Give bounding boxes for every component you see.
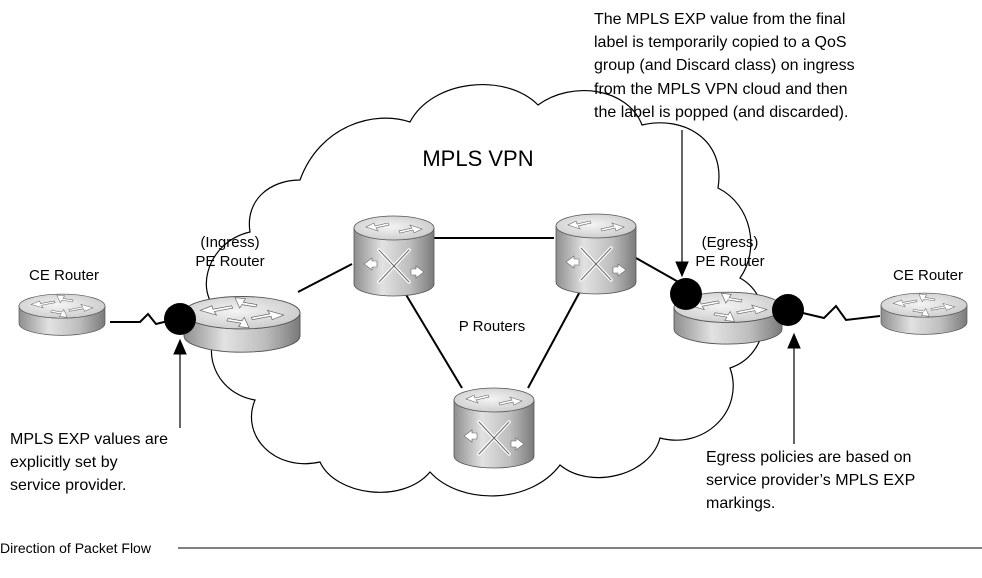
callout-arrows: [173, 130, 801, 444]
annotation-top-right-line: from the MPLS VPN cloud and then: [594, 81, 847, 98]
links: [110, 237, 881, 389]
annotation-top-right-line: the label is popped (and discarded).: [594, 104, 848, 121]
ce-router-left-label: CE Router: [29, 267, 99, 284]
annotation-bottom-left: MPLS EXP values are explicitly set by se…: [10, 431, 168, 494]
p-routers-label: P Routers: [459, 318, 525, 335]
p-router-1-icon: [352, 214, 436, 298]
mpls-vpn-cloud: [205, 84, 765, 497]
ce-router-right-label: CE Router: [893, 267, 963, 284]
ingress-policy-dot: [164, 303, 196, 335]
annotation-top-right-line: The MPLS EXP value from the final: [594, 11, 845, 28]
annotation-top-right-line: label is temporarily copied to a QoS: [594, 34, 847, 51]
direction-of-packet-flow-label: Direction of Packet Flow: [0, 540, 152, 556]
ce-router-right-icon: [880, 292, 968, 335]
annotation-top-right: The MPLS EXP value from the final label …: [594, 11, 855, 121]
egress-policy-dot: [772, 294, 804, 326]
p-router-2-icon: [554, 212, 638, 296]
arrow-bottom-right-head: [787, 332, 801, 349]
annotation-bottom-left-line: explicitly set by: [10, 454, 118, 471]
pe-ingress-label-line1: (Ingress): [200, 234, 259, 251]
arrow-bottom-left-head: [173, 338, 187, 355]
annotation-bottom-right: Egress policies are based on service pro…: [706, 449, 915, 512]
serial-link-left: [110, 312, 181, 326]
ce-router-left-icon: [18, 293, 106, 336]
pe-egress-label-line2: PE Router: [695, 253, 764, 270]
annotation-bottom-right-line: markings.: [706, 495, 775, 512]
p-router-3-icon: [452, 386, 536, 470]
cloud-label: MPLS VPN: [422, 146, 533, 171]
arrow-top-right-head: [675, 261, 689, 278]
pe-egress-label-line1: (Egress): [702, 234, 759, 251]
annotation-bottom-left-line: MPLS EXP values are: [10, 431, 168, 448]
annotation-bottom-right-line: Egress policies are based on: [706, 449, 911, 466]
link-p1-to-p3: [401, 287, 463, 389]
annotation-bottom-left-line: service provider.: [10, 477, 127, 494]
link-p2-to-p3: [527, 283, 585, 389]
serial-link-right: [789, 304, 881, 322]
pe-ingress-label-line2: PE Router: [195, 253, 264, 270]
pe-router-ingress-icon: [183, 296, 301, 353]
link-p2-to-pe-egress: [635, 257, 683, 285]
link-pe-ingress-to-p1: [297, 263, 353, 293]
annotation-bottom-right-line: service provider’s MPLS EXP: [706, 472, 915, 489]
annotation-top-right-line: group (and Discard class) on ingress: [594, 57, 855, 74]
egress-ingress-policy-dot: [670, 278, 702, 310]
